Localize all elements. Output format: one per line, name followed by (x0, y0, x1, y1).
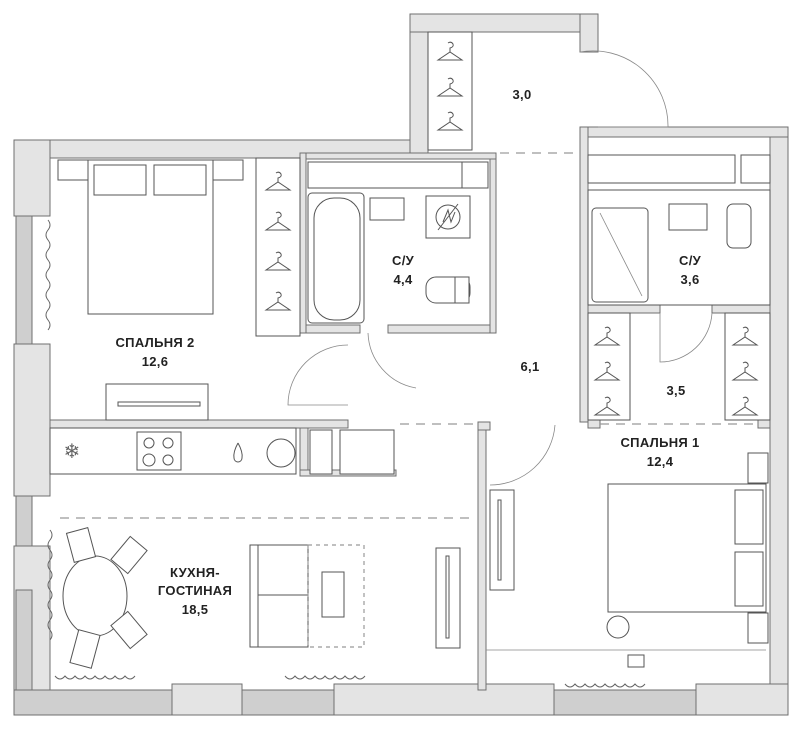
toilet (726, 203, 752, 249)
window (15, 215, 33, 345)
window (13, 689, 175, 716)
nightstand (57, 159, 89, 181)
bedroom2-name: СПАЛЬНЯ 2 (115, 335, 194, 350)
bedroom1-name: СПАЛЬНЯ 1 (620, 435, 699, 450)
bathroom1-fixtures (307, 161, 489, 324)
bedroom2-door[interactable] (287, 344, 349, 406)
wardrobe (489, 489, 515, 591)
kitchen-living-name-1: КУХНЯ- (170, 565, 220, 580)
bathroom2-door[interactable] (659, 312, 713, 363)
sink (668, 203, 708, 231)
bedroom2-area: 12,6 (142, 354, 169, 369)
wardrobe-room-fixtures (587, 312, 771, 421)
window (241, 689, 337, 716)
chair (110, 610, 148, 650)
desk-chair (606, 615, 630, 639)
shower (591, 207, 649, 303)
bedroom1-area: 12,4 (647, 454, 674, 469)
coffee-table (321, 571, 345, 618)
chair (65, 527, 97, 563)
water-drop-icon (233, 442, 243, 463)
entry-door[interactable] (579, 50, 669, 128)
vestibule-wardrobe (427, 31, 473, 151)
curtain (564, 683, 646, 688)
curtain (284, 675, 366, 680)
kitchen-furniture: ❄ (49, 427, 395, 475)
kitchen-living-name-2: ГОСТИНАЯ (158, 583, 232, 598)
window (15, 495, 33, 547)
exterior-walls (13, 13, 789, 716)
nightstand (212, 159, 244, 181)
room-labels: 3,0 С/У 4,4 С/У 3,6 СПАЛЬНЯ 2 12,6 6,1 3… (115, 87, 701, 617)
curtain (54, 675, 136, 680)
cooktop (136, 431, 182, 471)
wardrobe-area: 3,5 (667, 383, 686, 398)
bathroom2-fixtures (587, 154, 771, 306)
bedroom2-furniture (45, 157, 301, 421)
chair (110, 535, 148, 575)
window (15, 589, 33, 691)
bedroom1-furniture (486, 452, 769, 688)
fridge-icon: ❄ (63, 441, 80, 463)
bathroom2-name: С/У (679, 253, 702, 268)
vestibule-area: 3,0 (513, 87, 532, 102)
hallway-area: 6,1 (521, 359, 540, 374)
wardrobe (255, 157, 301, 337)
kitchen-sink (266, 438, 296, 468)
sink (369, 197, 405, 221)
nightstand (747, 452, 769, 484)
living-furniture (47, 527, 461, 680)
curtain (45, 219, 51, 331)
bathroom1-name: С/У (392, 253, 415, 268)
bedroom1-door[interactable] (489, 424, 556, 486)
kitchen-living-area: 18,5 (182, 602, 209, 617)
bathroom1-area: 4,4 (394, 272, 413, 287)
nightstand (747, 612, 769, 644)
doors (287, 50, 713, 486)
laptop (627, 654, 645, 668)
bathroom1-door[interactable] (367, 332, 417, 389)
bathroom2-area: 3,6 (681, 272, 700, 287)
chair (69, 629, 101, 669)
